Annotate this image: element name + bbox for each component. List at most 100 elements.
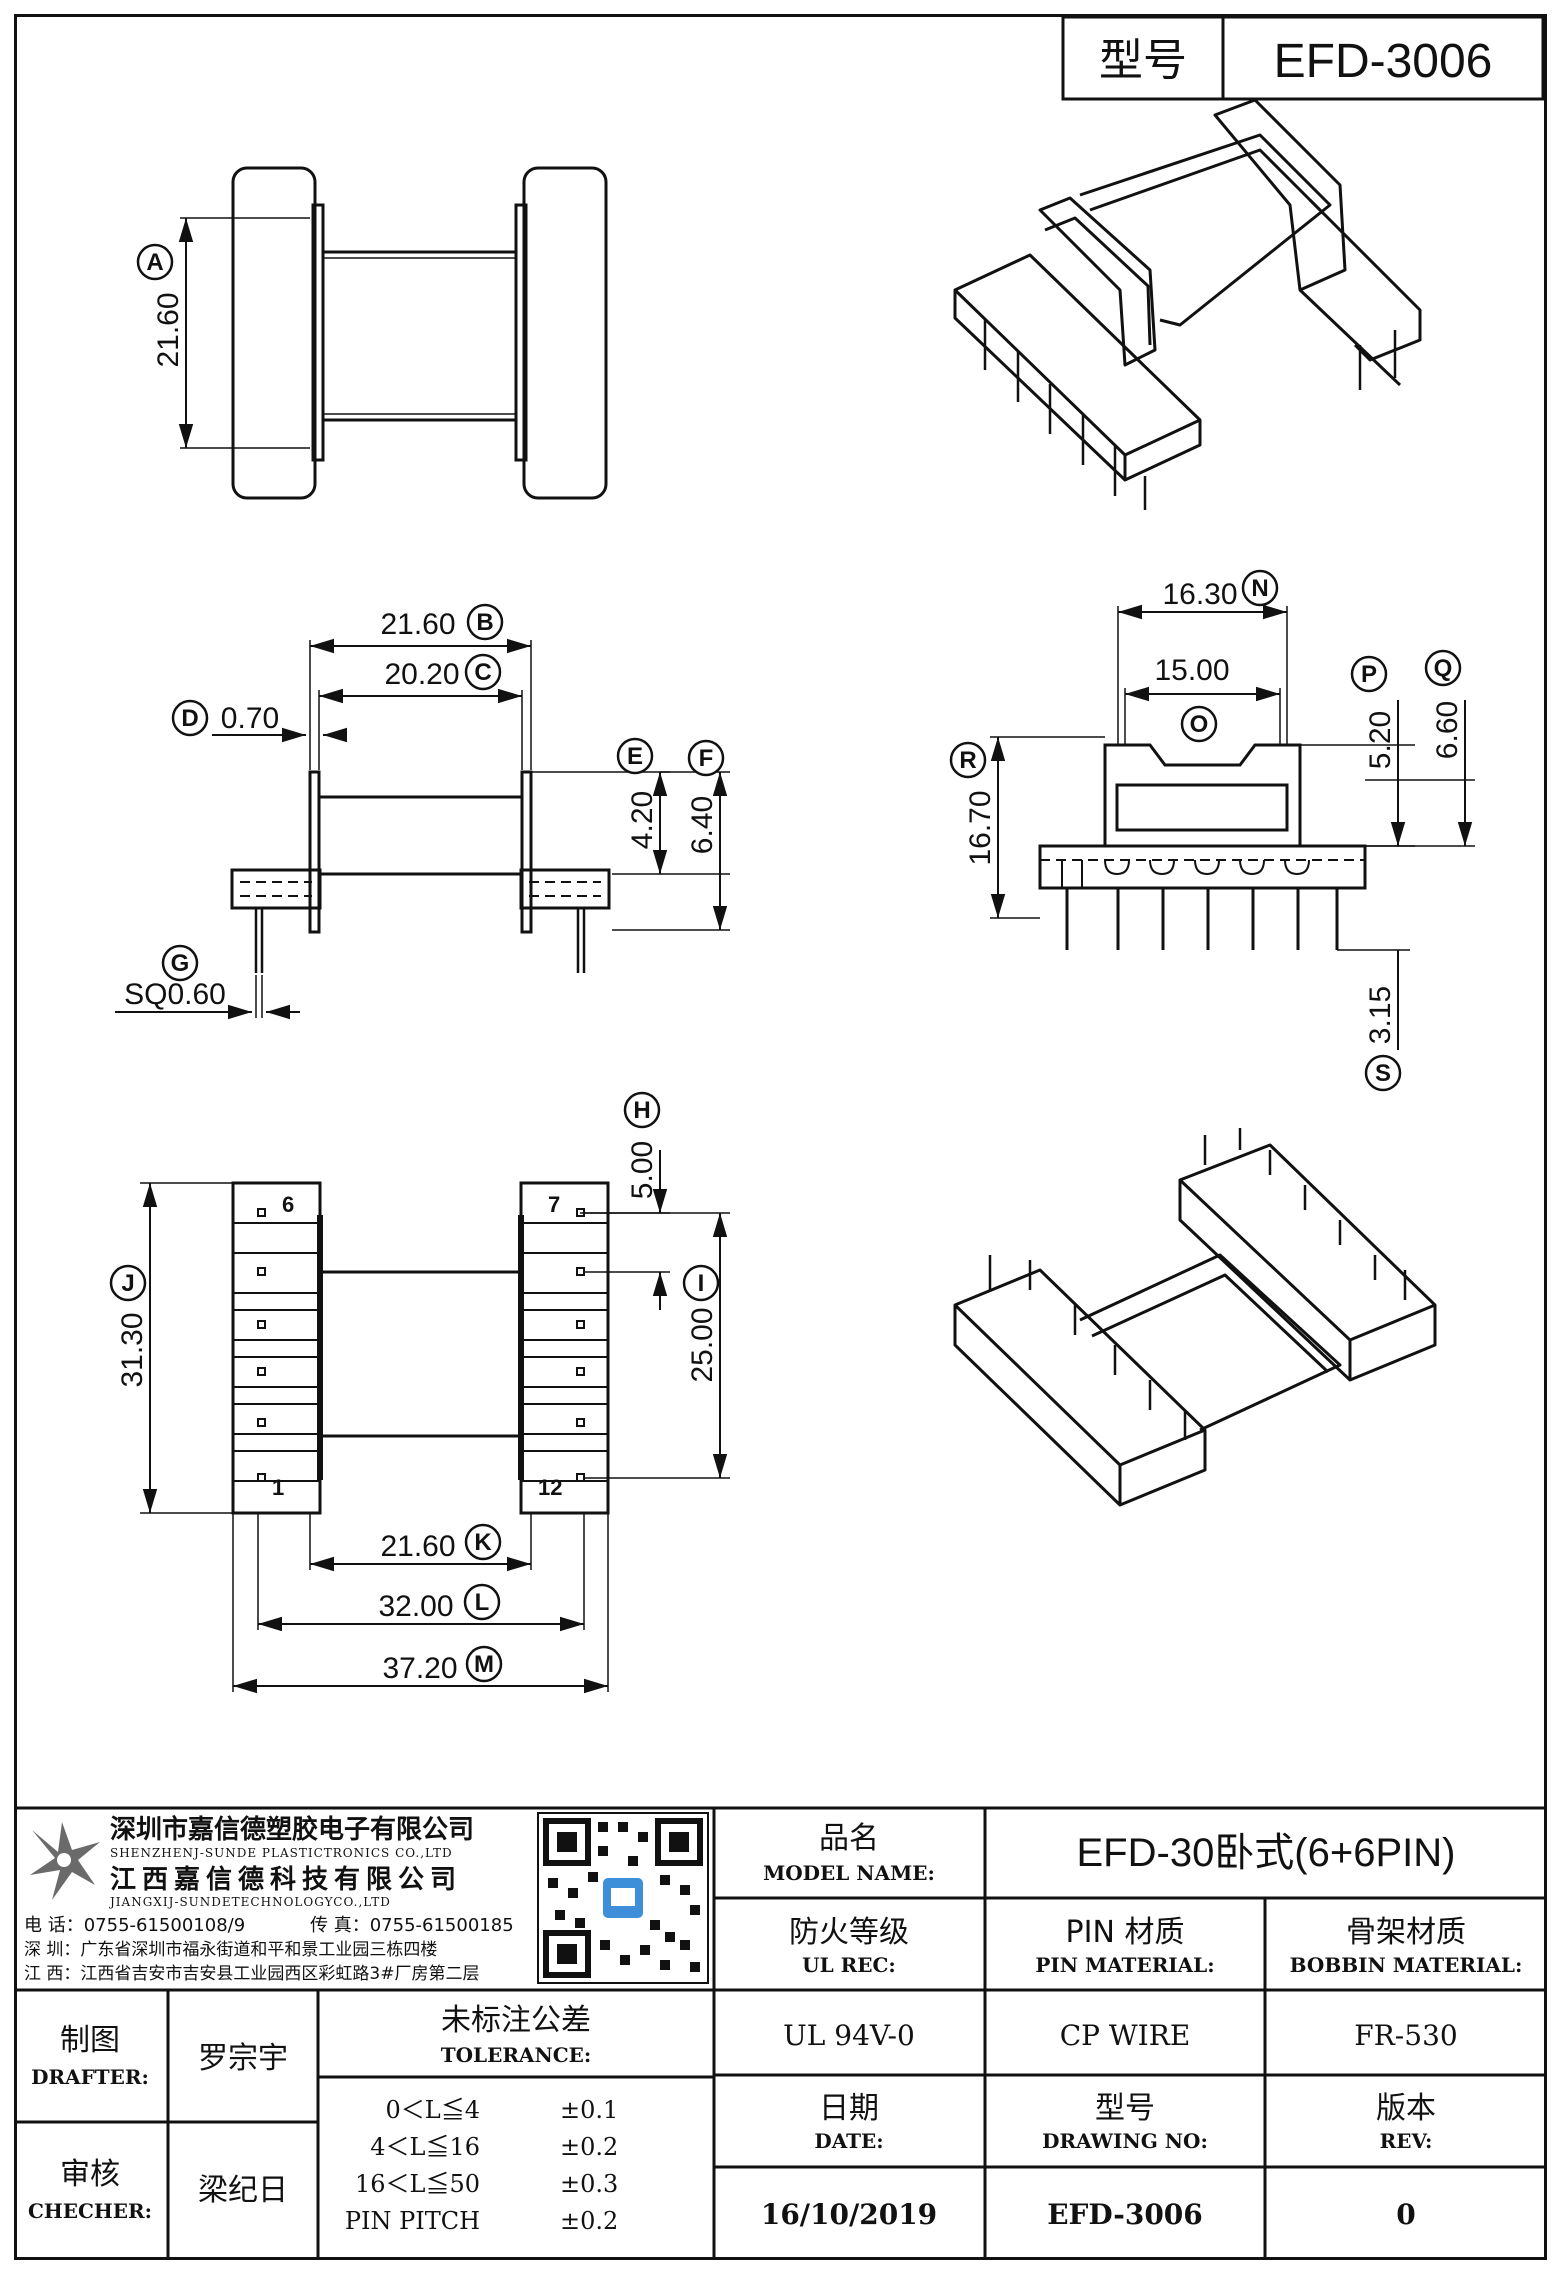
dim-L: 32.00 L xyxy=(257,1513,585,1632)
dim-H-letter: H xyxy=(633,1097,650,1124)
dim-F-letter: F xyxy=(699,745,714,772)
side-view xyxy=(230,770,611,973)
dim-D-letter: D xyxy=(181,705,198,732)
dim-M-value: 37.20 xyxy=(382,1652,457,1685)
dim-J-value: 31.30 xyxy=(116,1312,149,1387)
dim-R-value: 16.70 xyxy=(964,790,997,865)
pin-1-label: 1 xyxy=(272,1475,284,1500)
isometric-view-top xyxy=(953,98,1422,510)
dim-I-value: 25.00 xyxy=(686,1307,719,1382)
tolerance-range: 4＜L≦16 xyxy=(370,2133,480,2161)
tolerance-value: ±0.2 xyxy=(560,2133,618,2161)
model-name-label: 品名 xyxy=(819,1821,879,1856)
dim-D-value: 0.70 xyxy=(221,702,279,735)
tolerance-range: 0＜L≦4 xyxy=(386,2096,480,2124)
dim-B: 21.60 B xyxy=(309,603,532,770)
company-name-jx-en: JIANGXIJ-SUNDETECHNOLOGYCO.,LTD xyxy=(108,1895,391,1909)
dim-E-value: 4.20 xyxy=(626,791,659,849)
dim-O-value: 15.00 xyxy=(1154,654,1229,687)
drawing-sheet xyxy=(14,14,1547,2260)
dim-C: 20.20 C xyxy=(318,653,523,770)
drawing-no-label: 型号 xyxy=(1095,2091,1155,2126)
dim-C-value: 20.20 xyxy=(384,658,459,691)
rev-value: 0 xyxy=(1396,2198,1415,2231)
dim-B-letter: B xyxy=(476,609,493,636)
dim-G: G SQ0.60 xyxy=(115,944,300,1020)
dim-N-letter: N xyxy=(1251,575,1268,602)
dim-C-letter: C xyxy=(474,659,491,686)
drafter-label: 制图 xyxy=(60,2023,120,2058)
dim-Q: Q 6.60 xyxy=(1365,649,1475,847)
dim-G-value: SQ0.60 xyxy=(124,978,226,1011)
dim-K-letter: K xyxy=(474,1529,492,1556)
date-value: 16/10/2019 xyxy=(761,2198,937,2231)
qr-code xyxy=(537,1812,709,1984)
dim-M-letter: M xyxy=(474,1651,494,1678)
company-name-sz: 深圳市嘉信德塑胶电子有限公司 xyxy=(110,1814,474,1845)
company-name-jx: 江西嘉信德科技有限公司 xyxy=(110,1865,462,1895)
pin-labels: 6 7 1 12 xyxy=(272,1192,562,1500)
header-model-value: EFD-3006 xyxy=(1274,35,1493,88)
bottom-view xyxy=(231,1181,610,1515)
dim-S-letter: S xyxy=(1375,1060,1391,1087)
company-logo xyxy=(30,1822,100,1900)
dim-O: 15.00 O xyxy=(1124,654,1281,745)
rev-label-en: REV: xyxy=(1380,2129,1433,2153)
drafter-label-en: DRAFTER: xyxy=(31,2065,149,2089)
dim-Q-letter: Q xyxy=(1434,655,1453,682)
dim-S-value: 3.15 xyxy=(1364,986,1397,1044)
tolerance-label-en: TOLERANCE: xyxy=(441,2043,592,2067)
dim-L-letter: L xyxy=(475,1589,490,1616)
dim-O-letter: O xyxy=(1190,711,1209,738)
dim-H: H 5.00 xyxy=(580,1091,670,1310)
tolerance-label: 未标注公差 xyxy=(441,2003,591,2038)
pin-7-label: 7 xyxy=(548,1192,560,1217)
tolerance-value: ±0.3 xyxy=(560,2170,618,2198)
model-name-label-en: MODEL NAME: xyxy=(763,1861,935,1885)
date-label: 日期 xyxy=(819,2091,879,2126)
pin-material-label: PIN 材质 xyxy=(1066,1915,1185,1950)
dim-M: 37.20 M xyxy=(232,1513,609,1694)
dim-J: J 31.30 xyxy=(109,1182,233,1514)
tolerance-range: PIN PITCH xyxy=(345,2207,480,2235)
dim-L-value: 32.00 xyxy=(378,1590,453,1623)
bobbin-material-label: 骨架材质 xyxy=(1346,1915,1466,1950)
checker-label: 审核 xyxy=(60,2157,120,2192)
pin-12-label: 12 xyxy=(538,1475,562,1500)
dim-A-value: 21.60 xyxy=(152,292,185,367)
company-address-jx: 江 西：江西省吉安市吉安县工业园西区彩虹路3#厂房第二层 xyxy=(24,1964,479,1984)
dim-P-letter: P xyxy=(1361,661,1377,688)
tolerance-range: 16＜L≦50 xyxy=(355,2170,480,2198)
dim-S: S 3.15 xyxy=(1337,949,1410,1092)
company-fax: 传 真：0755-61500185 xyxy=(310,1915,514,1936)
dim-N: 16.30 N xyxy=(1117,569,1288,745)
checker-label-en: CHECHER: xyxy=(28,2199,152,2223)
drawing-no-value: EFD-3006 xyxy=(1047,2198,1203,2231)
company-info: 深圳市嘉信德塑胶电子有限公司 SHENZHENJ-SUNDE PLASTICTR… xyxy=(24,1814,514,1984)
dim-H-value: 5.00 xyxy=(626,1141,659,1199)
date-label-en: DATE: xyxy=(814,2129,883,2153)
dim-I: I 25.00 xyxy=(584,1212,730,1479)
model-name-value: EFD-30卧式(6+6PIN) xyxy=(1077,1831,1456,1875)
dim-F-value: 6.40 xyxy=(686,796,719,854)
dim-F: F 6.40 xyxy=(612,739,730,931)
dim-R-letter: R xyxy=(959,747,976,774)
tolerance-value: ±0.2 xyxy=(560,2207,618,2235)
bobbin-material-value: FR-530 xyxy=(1354,2019,1457,2052)
dim-Q-value: 6.60 xyxy=(1431,701,1464,759)
ul-value: UL 94V-0 xyxy=(783,2019,915,2052)
dim-E-letter: E xyxy=(627,743,643,770)
title-block-grid xyxy=(14,1806,1547,2260)
pin-6-label: 6 xyxy=(282,1192,294,1217)
header-model-box: 型号 EFD-3006 xyxy=(1061,15,1545,101)
dim-E: E 4.20 xyxy=(531,737,730,875)
isometric-view-bottom xyxy=(953,1128,1437,1507)
company-name-sz-en: SHENZHENJ-SUNDE PLASTICTRONICS CO.,LTD xyxy=(110,1846,453,1860)
header-model-label: 型号 xyxy=(1099,35,1187,86)
dim-G-letter: G xyxy=(171,950,190,977)
drafter-value: 罗宗宇 xyxy=(198,2041,288,2076)
company-address-sz: 深 圳：广东省深圳市福永街道和平和景工业园三栋四楼 xyxy=(24,1940,437,1960)
drawing-no-label-en: DRAWING NO: xyxy=(1042,2129,1208,2153)
dim-B-value: 21.60 xyxy=(380,608,455,641)
